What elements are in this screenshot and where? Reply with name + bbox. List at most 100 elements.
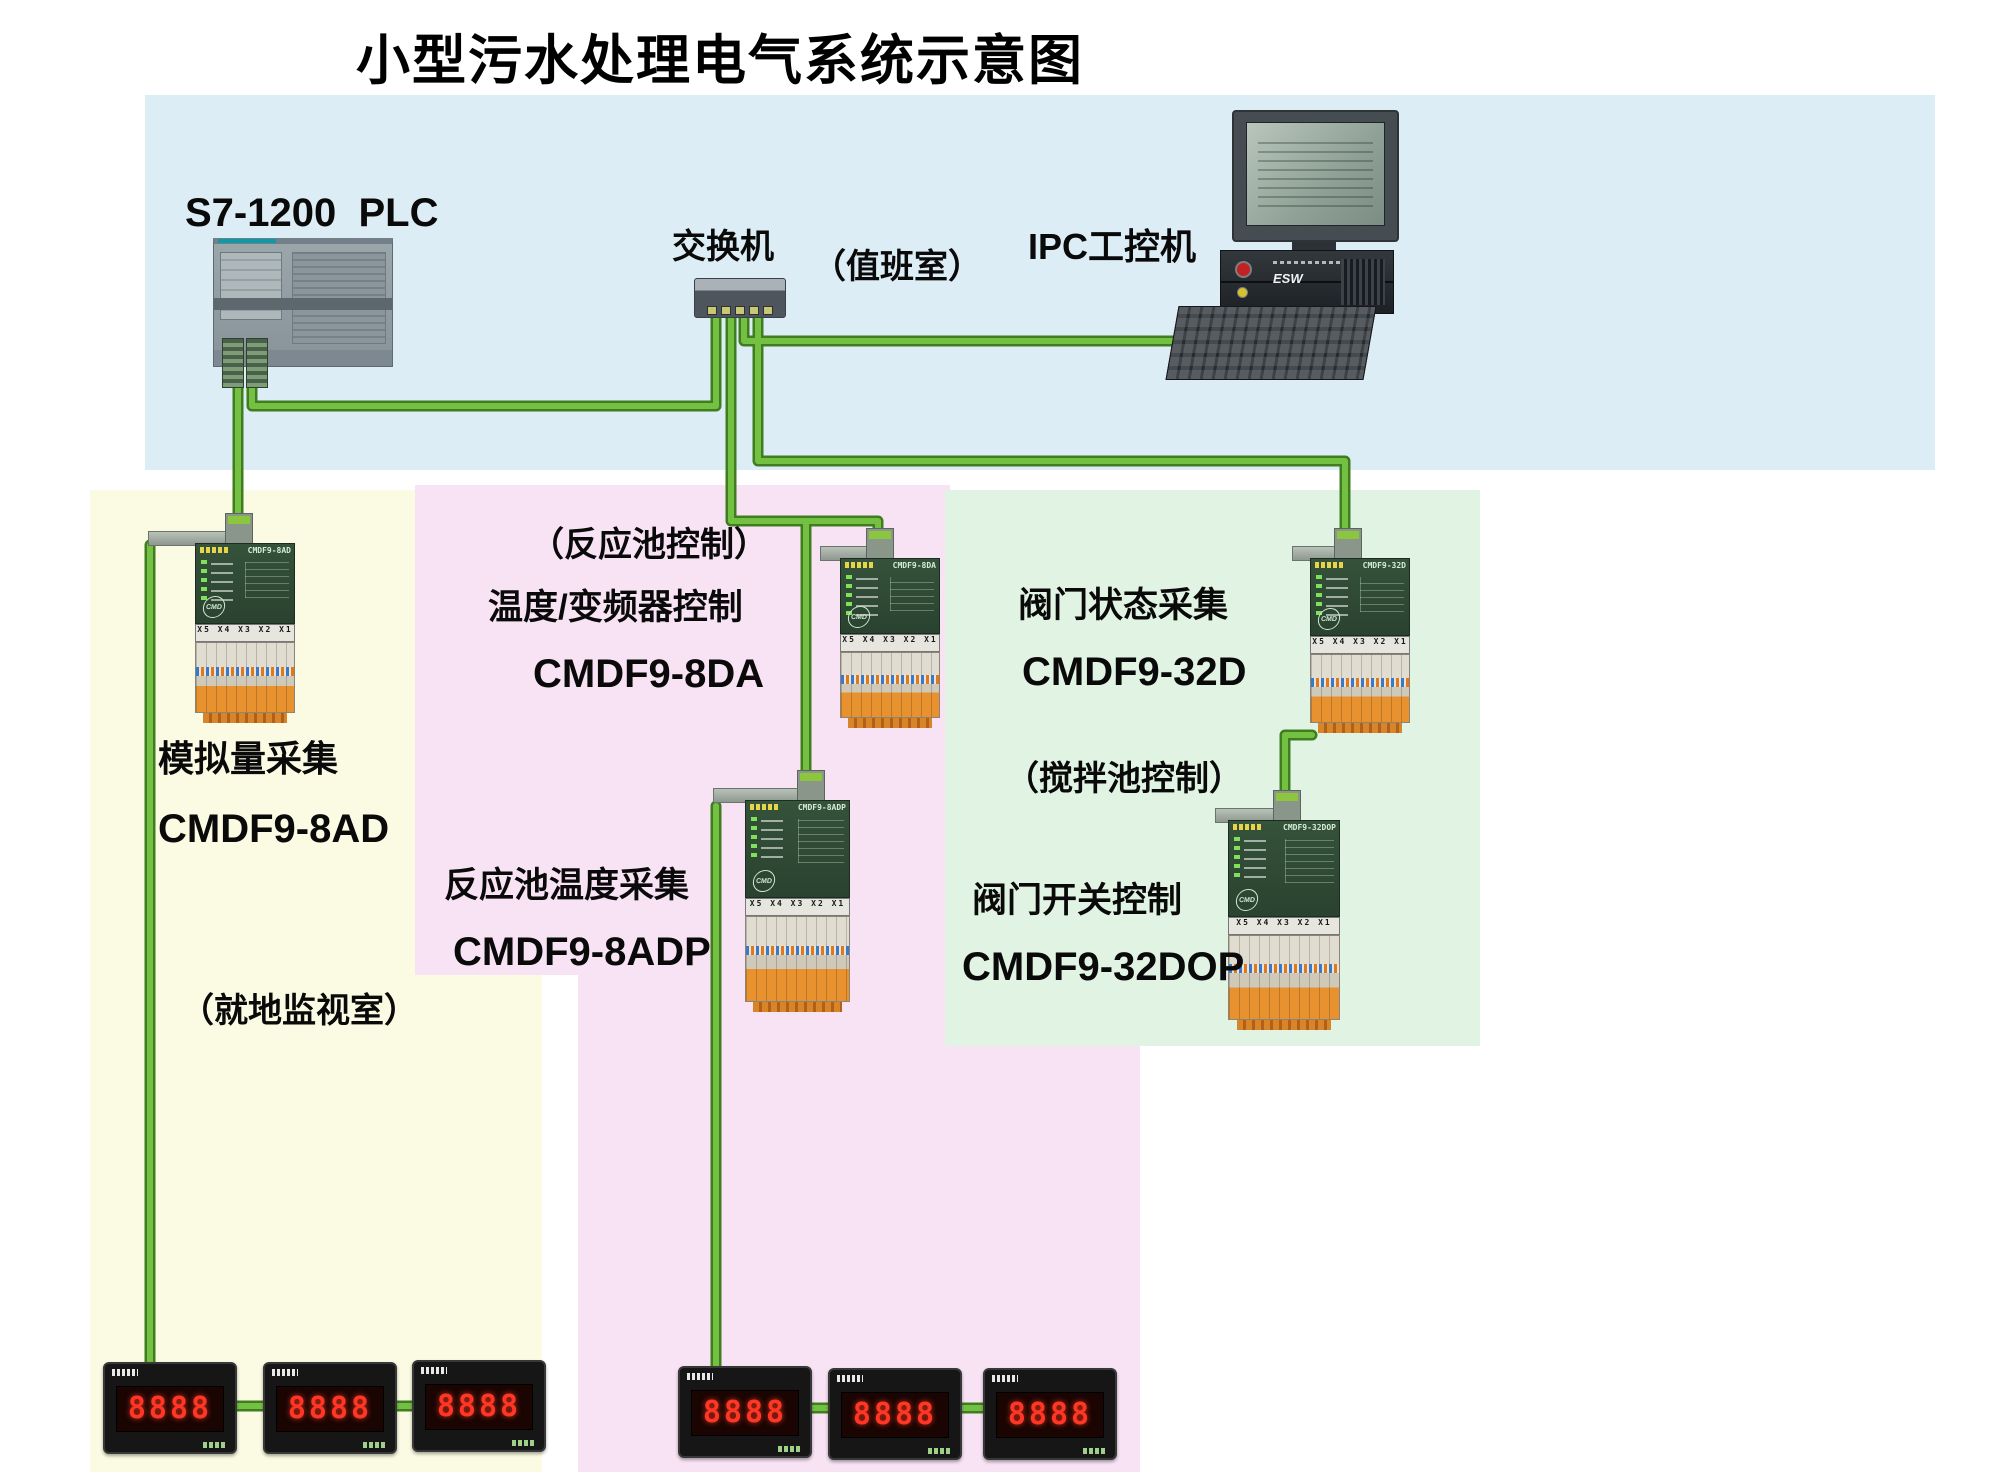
plc-label: S7-1200 PLC xyxy=(185,191,439,235)
reaction-temp-model-label: CMDF9-8ADP xyxy=(453,930,711,974)
cable-switch-to-ipc xyxy=(741,309,1183,344)
module-model-text: CMDF9-8DA xyxy=(892,561,936,570)
io-module-cmdf9-8da: CMDF9-8DA CMD X5 X4 X3 X2 X1 xyxy=(820,528,940,728)
switch-label: 交换机 xyxy=(672,228,774,266)
ipc-monitor xyxy=(1232,110,1399,242)
module-status-leds xyxy=(1234,837,1240,877)
module-brand-marks xyxy=(750,804,778,810)
cmd-logo: CMD xyxy=(1234,889,1260,912)
module-bottom-connectors xyxy=(1318,723,1402,733)
module-bottom-connectors xyxy=(848,718,932,728)
ipc-chassis: ESW xyxy=(1220,250,1394,314)
digital-panel-meter: 8888 xyxy=(828,1368,962,1460)
cable-switch-to-ipc xyxy=(738,306,1186,347)
siemens-brand-stripe xyxy=(218,239,276,243)
valve-switch-model-label: CMDF9-32DOP xyxy=(962,945,1245,989)
meter-display: 8888 xyxy=(996,1392,1104,1438)
module-bottom-connectors xyxy=(753,1002,842,1012)
plc-terminal-connector xyxy=(222,338,244,388)
module-terminal-blocks xyxy=(1228,935,1340,1020)
module-body: CMDF9-8AD CMD xyxy=(195,543,295,625)
ethernet-port xyxy=(763,306,773,315)
analog-model-label: CMDF9-8AD xyxy=(158,807,390,851)
meter-tag xyxy=(928,1448,952,1454)
digital-panel-meter: 8888 xyxy=(678,1366,812,1458)
ethernet-switch-device xyxy=(694,278,786,318)
digital-panel-meter: 8888 xyxy=(103,1362,237,1454)
plc-middle-band xyxy=(214,298,392,310)
module-bottom-connectors xyxy=(203,713,287,723)
io-module-cmdf9-8ad: CMDF9-8AD CMD X5 X4 X3 X2 X1 xyxy=(148,513,295,723)
module-top-connector xyxy=(797,770,825,804)
meter-tag xyxy=(1083,1448,1107,1454)
module-led-labels xyxy=(1326,576,1348,616)
module-body: CMDF9-32DOP CMD xyxy=(1228,820,1340,918)
ethernet-port xyxy=(749,306,759,315)
module-status-leds xyxy=(846,575,852,615)
ipc-keyboard xyxy=(1165,306,1377,380)
cmd-logo: CMD xyxy=(201,596,227,619)
module-wiring-diagram xyxy=(1284,839,1334,883)
module-status-leds xyxy=(201,560,207,600)
module-wiring-diagram xyxy=(889,577,934,611)
io-module-cmdf9-32d: CMDF9-32D CMD X5 X4 X3 X2 X1 xyxy=(1292,528,1410,733)
meter-tag xyxy=(778,1446,802,1452)
mixing-pool-control-label: （搅拌池控制） xyxy=(1005,760,1243,798)
cmd-logo: CMD xyxy=(1316,608,1342,631)
module-terminal-blocks xyxy=(745,916,850,1002)
chassis-divider xyxy=(1221,281,1393,283)
meter-brand-chip xyxy=(837,1375,863,1382)
module-model-text: CMDF9-32D xyxy=(1362,561,1406,570)
meter-display: 8888 xyxy=(425,1384,533,1430)
module-top-connector xyxy=(1334,528,1362,562)
module-body: CMDF9-8ADP CMD xyxy=(745,800,850,899)
digital-panel-meter: 8888 xyxy=(263,1362,397,1454)
module-terminal-labels: X5 X4 X3 X2 X1 xyxy=(1228,917,1340,936)
module-top-connector xyxy=(225,513,253,547)
module-top-connector xyxy=(1273,790,1301,824)
cmd-logo: CMD xyxy=(751,870,777,893)
reaction-temp-function-label: 反应池温度采集 xyxy=(444,866,690,905)
chassis-label-line xyxy=(1273,261,1347,264)
module-led-labels xyxy=(761,818,783,858)
module-brand-marks xyxy=(845,562,873,568)
module-led-labels xyxy=(211,561,233,601)
meter-brand-chip xyxy=(992,1375,1018,1382)
monitor-screen xyxy=(1246,122,1385,226)
cable-switch-to-32d xyxy=(755,309,1348,565)
power-button xyxy=(1237,287,1248,298)
meter-tag xyxy=(363,1442,387,1448)
terminal-dot-band xyxy=(1311,678,1409,688)
plc-terminal-connector xyxy=(246,338,268,388)
io-module-cmdf9-8adp: CMDF9-8ADP CMD X5 X4 X3 X2 X1 xyxy=(713,770,850,1012)
module-terminal-labels: X5 X4 X3 X2 X1 xyxy=(1310,636,1410,655)
digital-panel-meter: 8888 xyxy=(412,1360,546,1452)
page-title: 小型污水处理电气系统示意图 xyxy=(356,31,1084,91)
reaction-function-label: 温度/变频器控制 xyxy=(488,588,743,627)
module-wiring-diagram xyxy=(797,819,844,864)
reaction-model-label: CMDF9-8DA xyxy=(533,652,765,696)
meter-display: 8888 xyxy=(841,1392,949,1438)
terminal-dot-band xyxy=(196,666,294,676)
meter-brand-chip xyxy=(687,1373,713,1380)
analog-function-label: 模拟量采集 xyxy=(158,738,339,779)
ipc-label: IPC工控机 xyxy=(1028,226,1197,267)
ethernet-port xyxy=(707,306,717,315)
ethernet-port xyxy=(721,306,731,315)
emergency-stop-button xyxy=(1235,261,1252,278)
module-terminal-labels: X5 X4 X3 X2 X1 xyxy=(745,898,850,917)
module-wiring-diagram xyxy=(244,562,289,599)
reaction-control-label: （反应池控制） xyxy=(530,526,768,564)
meter-brand-chip xyxy=(272,1369,298,1376)
module-model-text: CMDF9-8ADP xyxy=(797,803,846,812)
valve-status-model-label: CMDF9-32D xyxy=(1022,650,1247,694)
module-terminal-labels: X5 X4 X3 X2 X1 xyxy=(195,624,295,643)
meter-brand-chip xyxy=(112,1369,138,1376)
meter-tag xyxy=(512,1440,536,1446)
switch-port-row xyxy=(707,306,773,315)
module-led-labels xyxy=(856,576,878,616)
module-brand-marks xyxy=(1233,824,1261,830)
module-terminal-labels: X5 X4 X3 X2 X1 xyxy=(840,633,940,652)
